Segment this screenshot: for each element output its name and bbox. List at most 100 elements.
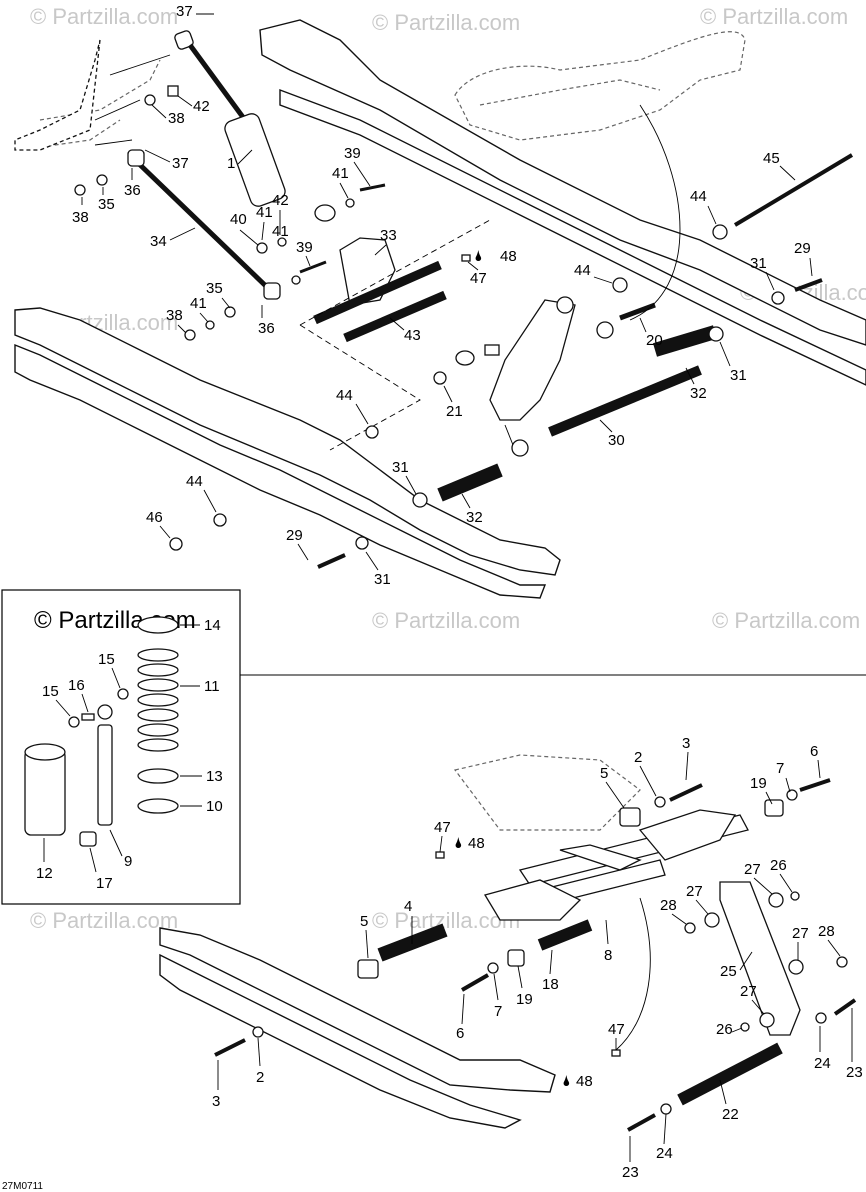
callout-3: 3 [682, 735, 690, 752]
callout-22: 22 [722, 1106, 739, 1123]
callout-19: 19 [750, 775, 767, 792]
callout-48-symbol: 🌢 [562, 1073, 571, 1090]
callout-16: 16 [68, 677, 85, 694]
callout-11: 11 [204, 678, 220, 695]
callout-30: 30 [608, 432, 625, 449]
callout-14: 14 [204, 617, 221, 634]
callout-48: 48 [468, 835, 485, 852]
callout-37: 37 [172, 155, 189, 172]
callout-4: 4 [404, 898, 412, 915]
callout-2: 2 [256, 1069, 264, 1086]
callout-15: 15 [98, 651, 115, 668]
callout-28: 28 [818, 923, 835, 940]
callout-27: 27 [744, 861, 761, 878]
callout-27: 27 [686, 883, 703, 900]
rear-arm-parts [14, 30, 491, 451]
lower-rail [159, 927, 556, 1129]
callout-35: 35 [206, 280, 223, 297]
watermark-top-left: © Partzilla.com [30, 4, 178, 29]
callout-24: 24 [814, 1055, 831, 1072]
callout-21: 21 [446, 403, 463, 420]
callout-5: 5 [600, 765, 608, 782]
center-shock-parts [169, 104, 854, 569]
callout-5: 5 [360, 913, 368, 930]
callout-27: 27 [740, 983, 757, 1000]
callout-36: 36 [258, 320, 275, 337]
callout-38: 38 [166, 307, 183, 324]
callout-45: 45 [763, 150, 780, 167]
callout-26: 26 [770, 857, 787, 874]
callout-28: 28 [660, 897, 677, 914]
callout-31: 31 [730, 367, 747, 384]
upper-right-rail [259, 19, 866, 386]
callout-32: 32 [690, 385, 707, 402]
callout-46: 46 [146, 509, 163, 526]
callout-17: 17 [96, 875, 113, 892]
callouts: 37 42 38 37 1 39 38 35 36 42 41 41 40 41… [36, 3, 863, 1181]
callout-25: 25 [720, 963, 737, 980]
drawing-code: 27M0711 [2, 1181, 43, 1192]
callout-42: 42 [272, 192, 289, 209]
callout-48-symbol: 🌢 [454, 835, 463, 852]
callout-47: 47 [434, 819, 451, 836]
callout-6: 6 [810, 743, 818, 760]
callout-39: 39 [296, 239, 313, 256]
callout-47: 47 [608, 1021, 625, 1038]
callout-31: 31 [374, 571, 391, 588]
callout-10: 10 [206, 798, 223, 815]
callout-41: 41 [190, 295, 207, 312]
callout-13: 13 [206, 768, 223, 785]
callout-31: 31 [750, 255, 767, 272]
callout-44: 44 [336, 387, 353, 404]
inset-box: © Partzilla.com [1, 589, 866, 905]
callout-48: 48 [576, 1073, 593, 1090]
callout-31: 31 [392, 459, 409, 476]
callout-7: 7 [494, 1003, 502, 1020]
callout-43: 43 [404, 327, 421, 344]
callout-20: 20 [646, 332, 663, 349]
upper-left-rail [14, 307, 561, 599]
callout-33: 33 [380, 227, 397, 244]
callout-15: 15 [42, 683, 59, 700]
callout-26: 26 [716, 1021, 733, 1038]
callout-41: 41 [256, 204, 273, 221]
callout-44: 44 [186, 473, 203, 490]
callout-18: 18 [542, 976, 559, 993]
callout-47: 47 [470, 270, 487, 287]
callout-42: 42 [193, 98, 210, 115]
callout-19: 19 [516, 991, 533, 1008]
callout-8: 8 [604, 947, 612, 964]
callout-24: 24 [656, 1145, 673, 1162]
callout-6: 6 [456, 1025, 464, 1042]
callout-36: 36 [124, 182, 141, 199]
watermark-center: © Partzilla.com [372, 608, 520, 633]
callout-34: 34 [150, 233, 167, 250]
callout-9: 9 [124, 853, 132, 870]
callout-48-symbol: 🌢 [474, 248, 483, 265]
callout-40: 40 [230, 211, 247, 228]
callout-38: 38 [72, 209, 89, 226]
front-arm-parts [214, 778, 857, 1132]
callout-2: 2 [634, 749, 642, 766]
callout-7: 7 [776, 760, 784, 777]
callout-44: 44 [574, 262, 591, 279]
callout-39: 39 [344, 145, 361, 162]
callout-41: 41 [332, 165, 349, 182]
callout-37: 37 [176, 3, 193, 20]
callout-23: 23 [846, 1064, 863, 1081]
callout-44: 44 [690, 188, 707, 205]
watermark-lower-left: © Partzilla.com [30, 908, 178, 933]
callout-1: 1 [227, 155, 235, 172]
watermark-top-center: © Partzilla.com [372, 10, 520, 35]
callout-48: 48 [500, 248, 517, 265]
callout-29: 29 [794, 240, 811, 257]
callout-27: 27 [792, 925, 809, 942]
callout-3: 3 [212, 1093, 220, 1110]
callout-12: 12 [36, 865, 53, 882]
callout-41: 41 [272, 223, 289, 240]
callout-38: 38 [168, 110, 185, 127]
watermark-top-right: © Partzilla.com [700, 4, 848, 29]
watermark-center-right: © Partzilla.com [712, 608, 860, 633]
callout-29: 29 [286, 527, 303, 544]
